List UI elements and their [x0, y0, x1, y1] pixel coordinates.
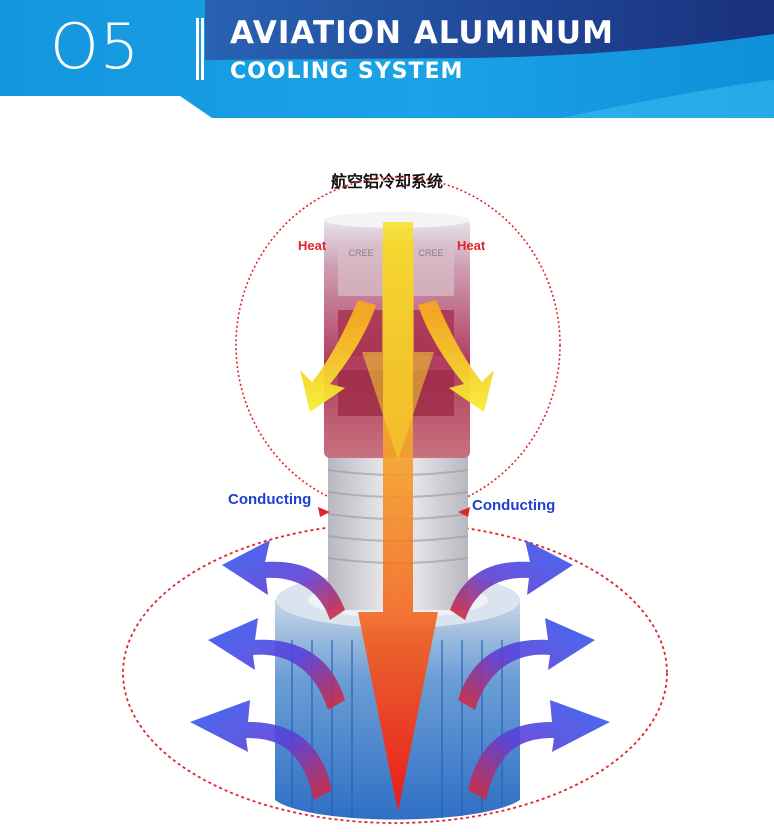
- diagram-caption: 航空铝冷却系统: [330, 172, 443, 191]
- title-divider: [196, 18, 204, 80]
- curved-arrows-right: [450, 540, 610, 800]
- section-title: AVIATION ALUMINUM: [230, 15, 614, 51]
- conduct-marker-left: [318, 507, 330, 517]
- conducting-label-right: Conducting: [472, 497, 556, 514]
- curved-arrows-left: [190, 540, 345, 800]
- heat-arrows: [300, 300, 494, 412]
- section-subtitle: COOLING SYSTEM: [230, 59, 464, 84]
- main-heat-flow-arrow: [358, 222, 438, 812]
- banner-background: [0, 0, 774, 118]
- section-number: O5: [50, 10, 141, 83]
- chip-mark-right: CREE: [418, 248, 443, 258]
- conduct-marker-right: [458, 507, 470, 517]
- chip-mark-left: CREE: [348, 248, 373, 258]
- heat-label-left: Heat: [298, 238, 327, 253]
- section-banner: O5 AVIATION ALUMINUM COOLING SYSTEM: [0, 0, 774, 118]
- heat-zone-ellipse: [235, 176, 561, 514]
- heat-label-right: Heat: [457, 238, 486, 253]
- conducting-label-left: Conducting: [228, 491, 312, 508]
